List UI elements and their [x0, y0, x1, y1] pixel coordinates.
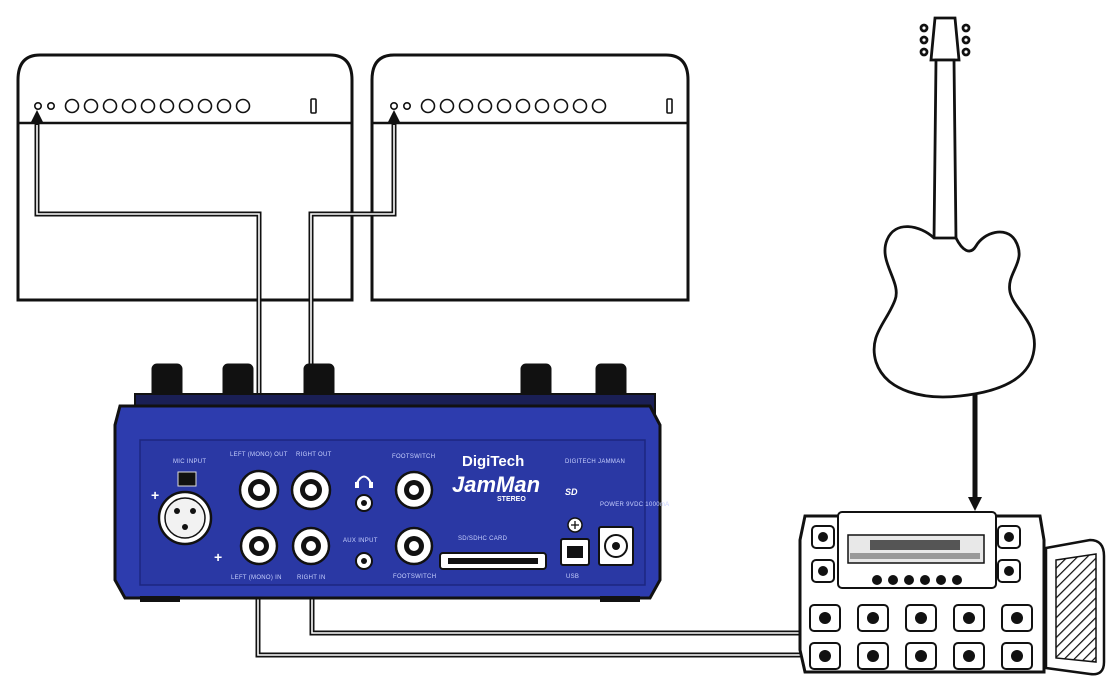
electric-guitar	[872, 16, 1036, 399]
label-footswitch-2: FOOTSWITCH	[393, 574, 436, 580]
jack-right-out	[290, 469, 332, 511]
amplifier-left	[16, 53, 354, 302]
headphone-jack	[355, 475, 373, 512]
amp-left-control-panel	[33, 98, 317, 114]
xlr-mic-input: + +	[151, 471, 222, 565]
product-logo: JamMan	[452, 472, 540, 497]
effects-knob-row	[872, 575, 962, 585]
label-left-mono-in: LEFT (MONO) IN	[231, 575, 282, 581]
aux-input-jack	[355, 552, 373, 570]
arrowhead-effects-input	[968, 497, 982, 511]
label-usb: USB	[566, 574, 579, 580]
label-power: POWER 9VDC 1000mA	[600, 502, 669, 508]
jack-footswitch	[394, 470, 434, 510]
label-right-in: RIGHT IN	[297, 575, 326, 581]
usb-port	[560, 517, 590, 566]
multi-effects-pedalboard	[798, 511, 1106, 676]
svg-text:+: +	[151, 487, 159, 503]
jamman-pedal: MIC INPUT LEFT (MONO) OUT RIGHT OUT FOOT…	[113, 363, 669, 602]
expression-pedal	[1044, 538, 1106, 676]
label-footswitch: FOOTSWITCH	[392, 454, 435, 460]
label-right-out: RIGHT OUT	[296, 452, 332, 458]
product-subtitle: STEREO	[497, 496, 526, 503]
brand-logo: DigiTech	[462, 453, 524, 470]
label-mic-input: MIC INPUT	[173, 459, 206, 465]
amplifier-right	[370, 53, 690, 302]
label-sd-card: SD/SDHC CARD	[458, 536, 508, 542]
label-aux-input: AUX INPUT	[343, 538, 378, 544]
sd-card-slot	[439, 552, 547, 570]
power-jack	[598, 526, 634, 566]
label-model: DIGITECH JAMMAN	[565, 459, 625, 465]
jack-left-out	[238, 469, 280, 511]
jack-footswitch-2	[394, 526, 434, 566]
sdhc-logo: SD	[565, 487, 578, 497]
jack-right-in	[291, 526, 331, 566]
arrowhead-left-amp	[30, 110, 44, 124]
label-left-mono-out: LEFT (MONO) OUT	[230, 452, 288, 458]
arrowhead-right-amp	[387, 110, 401, 124]
jack-left-in	[239, 526, 279, 566]
amp-right-control-panel	[389, 98, 673, 114]
svg-text:+: +	[214, 549, 222, 565]
